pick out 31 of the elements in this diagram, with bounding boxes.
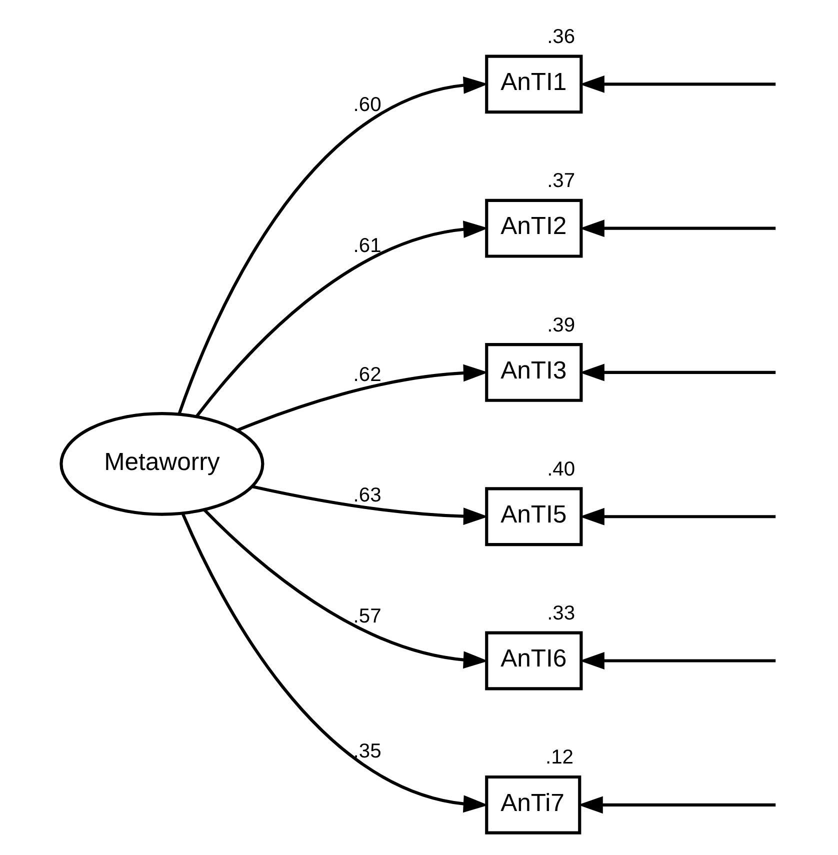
edge-label: .63	[353, 484, 382, 507]
edge-label: .57	[353, 606, 382, 628]
node-box: AnTI1	[485, 54, 583, 114]
edge-label: .61	[353, 235, 382, 258]
node-label: .39	[547, 314, 576, 336]
arrow	[181, 512, 488, 813]
edge-label: .62	[353, 364, 382, 386]
arrow	[196, 220, 488, 418]
node-label: .33	[547, 602, 576, 625]
node-box: AnTI2	[485, 198, 583, 258]
arrow	[580, 508, 776, 526]
node-label: .36	[547, 26, 576, 48]
arrow	[178, 76, 488, 415]
node-label: .12	[546, 746, 574, 769]
arrow	[580, 220, 776, 238]
node-label: .37	[547, 170, 576, 192]
node-label: .40	[547, 458, 576, 480]
edge-label: .60	[353, 94, 382, 116]
arrow	[580, 652, 776, 670]
node-box: AnTi7	[485, 775, 582, 834]
arrow	[580, 76, 776, 93]
arrow	[580, 364, 776, 382]
node-box: AnTI6	[485, 631, 583, 690]
arrow	[578, 796, 776, 814]
arrow	[236, 364, 488, 432]
edge-label: .35	[353, 740, 382, 762]
node-box: AnTI3	[485, 343, 583, 402]
node-box: AnTI5	[485, 487, 583, 546]
arrow	[252, 485, 488, 525]
node-ellipse: Metaworry	[60, 412, 264, 516]
arrow	[203, 508, 488, 669]
